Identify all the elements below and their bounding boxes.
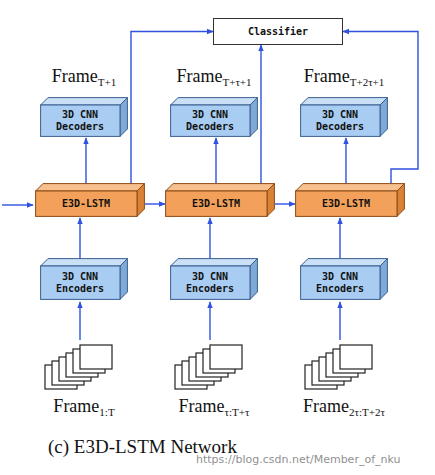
frame-word: Frame: [303, 396, 349, 416]
cube-front: [41, 105, 120, 136]
lstm-cell: E3D-LSTM: [165, 183, 275, 217]
decoder-block: 3D CNN Decoders: [300, 97, 388, 137]
input-arrow: [209, 302, 210, 340]
connector-arrow: [260, 45, 261, 187]
frame-word: Frame: [53, 396, 99, 416]
box-text: 3D CNN Encoders: [170, 271, 250, 295]
frame-label: Frameτ:T+τ: [179, 396, 250, 418]
connector-arrow: [145, 203, 165, 204]
box-face: E3D-LSTM: [35, 191, 137, 217]
lstm-cell: E3D-LSTM: [295, 183, 405, 217]
cube-side: [120, 98, 127, 137]
cube-front: [41, 266, 120, 299]
cube-front: [301, 105, 380, 136]
frame-subscript: 2τ:T+2τ: [349, 406, 385, 418]
box-face: 3D CNN Encoders: [170, 266, 250, 300]
frame-subscript: T+2τ+1: [350, 76, 385, 88]
decoder-block: 3D CNN Decoders: [170, 97, 258, 137]
lstm-cell: E3D-LSTM: [35, 183, 145, 217]
frame-word: Frame: [176, 66, 222, 86]
frame-label: FrameT+1: [52, 66, 116, 88]
box-text: E3D-LSTM: [322, 198, 370, 210]
box-face: E3D-LSTM: [165, 191, 267, 217]
connector-arrow: [275, 203, 295, 204]
cube-top: [171, 98, 258, 105]
cube-side: [120, 259, 127, 300]
cube-side: [250, 259, 257, 300]
frame-stack: [175, 345, 242, 389]
frame-label: FrameT+τ+1: [176, 66, 251, 88]
frame-label: Frame1:T: [53, 396, 114, 418]
cube-front: [171, 266, 250, 299]
cube-top: [41, 259, 128, 266]
cube-top: [36, 184, 145, 191]
cube-front: [296, 191, 397, 216]
box-face: 3D CNN Decoders: [40, 105, 120, 137]
box-face: 3D CNN Decoders: [300, 105, 380, 137]
connector-arrow: [215, 138, 216, 184]
frame-subscript: τ:T+τ: [225, 406, 250, 418]
cube-side: [380, 259, 387, 300]
frame-subscript: T+τ+1: [222, 76, 251, 88]
box-text: E3D-LSTM: [62, 198, 110, 210]
cube-top: [301, 98, 388, 105]
connector-arrow: [85, 138, 86, 184]
connector-arrow: [339, 218, 340, 259]
box-text: Classifier: [248, 26, 308, 38]
decoder-block: 3D CNN Decoders: [40, 97, 128, 137]
cube-side: [137, 184, 144, 217]
cube-top: [296, 184, 405, 191]
connector-arrow: [209, 218, 210, 259]
frame-label: Frame2τ:T+2τ: [303, 396, 385, 418]
frame-stack: [45, 345, 112, 389]
encoder-block: 3D CNN Encoders: [40, 258, 128, 300]
cube-top: [171, 259, 258, 266]
cube-front: [301, 266, 380, 299]
box-face: 3D CNN Decoders: [170, 105, 250, 137]
connector-arrow: [345, 138, 346, 184]
frame-subscript: T+1: [98, 76, 116, 88]
figure-caption: (c) E3D-LSTM Network: [48, 436, 237, 458]
input-arrow: [79, 302, 80, 340]
box-face: 3D CNN Encoders: [300, 266, 380, 300]
box-text: 3D CNN Encoders: [300, 271, 380, 295]
frame-word: Frame: [52, 66, 98, 86]
input-arrow: [2, 204, 33, 205]
encoder-block: 3D CNN Encoders: [300, 258, 388, 300]
box-text: 3D CNN Decoders: [300, 109, 380, 133]
frame-label: FrameT+2τ+1: [304, 66, 385, 88]
connector-arrow: [79, 218, 80, 259]
box-text: 3D CNN Decoders: [40, 109, 120, 133]
cube-side: [380, 98, 387, 137]
box-text: E3D-LSTM: [192, 198, 240, 210]
cube-side: [250, 98, 257, 137]
cube-top: [166, 184, 275, 191]
input-arrow: [339, 302, 340, 340]
classifier-box: Classifier: [213, 18, 343, 45]
encoder-block: 3D CNN Encoders: [170, 258, 258, 300]
cube-top: [301, 259, 388, 266]
frame-word: Frame: [179, 396, 225, 416]
frame-subscript: 1:T: [99, 406, 114, 418]
box-text: 3D CNN Decoders: [170, 109, 250, 133]
box-face: 3D CNN Encoders: [40, 266, 120, 300]
box-text: 3D CNN Encoders: [40, 271, 120, 295]
cube-side: [267, 184, 274, 217]
box-face: E3D-LSTM: [295, 191, 397, 217]
cube-front: [171, 105, 250, 136]
cube-front: [166, 191, 267, 216]
frame-stack: [305, 345, 372, 389]
cube-top: [41, 98, 128, 105]
cube-front: [36, 191, 137, 216]
frame-word: Frame: [304, 66, 350, 86]
cube-side: [397, 184, 404, 217]
